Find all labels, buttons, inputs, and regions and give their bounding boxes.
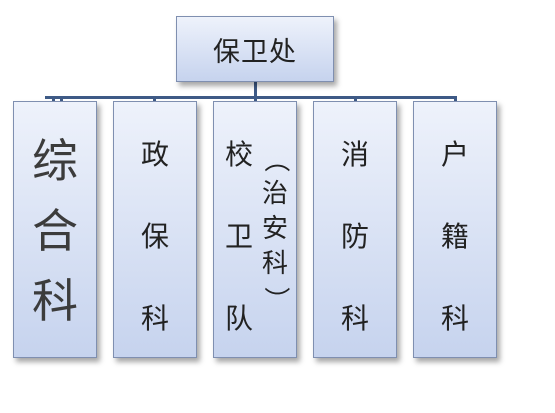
department-5-char-2: 籍 [440,220,469,253]
department-1-char-1: 综 [32,134,78,188]
department-3-char-1: 校 [224,138,253,171]
department-4-char-3: 科 [340,302,369,335]
department-1-char-3: 科 [32,274,78,328]
department-3-note-char-4: 科 [261,249,288,279]
branch-line-3 [254,96,257,104]
department-node-4: 消 防 科 [313,101,397,358]
department-node-2: 政 保 科 [113,101,197,358]
branch-line-1b [60,96,63,104]
department-3-note: （ 治 安 科 ） [258,142,292,317]
root-node-label: 保卫处 [213,36,297,68]
branch-line-1 [52,96,55,104]
department-3-note-char-3: 安 [261,214,288,244]
department-3-note-char-5: ） [260,286,291,313]
branch-line-2 [153,96,156,104]
department-3-note-char-2: 治 [261,179,288,209]
root-node: 保卫处 [176,16,334,82]
horizontal-connector-line [45,96,457,99]
department-3-char-2: 卫 [224,220,253,253]
department-5-char-3: 科 [440,302,469,335]
department-2-char-1: 政 [140,138,169,171]
department-node-5: 户 籍 科 [413,101,497,358]
root-stem-line [254,82,257,98]
department-2-char-3: 科 [140,302,169,335]
department-1-char-2: 合 [32,204,78,258]
department-4-char-2: 防 [340,220,369,253]
department-3-note-char-1: （ [260,146,291,173]
department-node-3: 校 卫 队 （ 治 安 科 ） [213,101,297,358]
department-2-char-2: 保 [140,220,169,253]
department-node-1: 综 合 科 [13,101,97,358]
department-5-char-1: 户 [440,138,469,171]
department-4-char-1: 消 [340,138,369,171]
branch-line-4 [354,96,357,104]
department-3-char-3: 队 [224,302,253,335]
branch-line-5 [454,96,457,104]
